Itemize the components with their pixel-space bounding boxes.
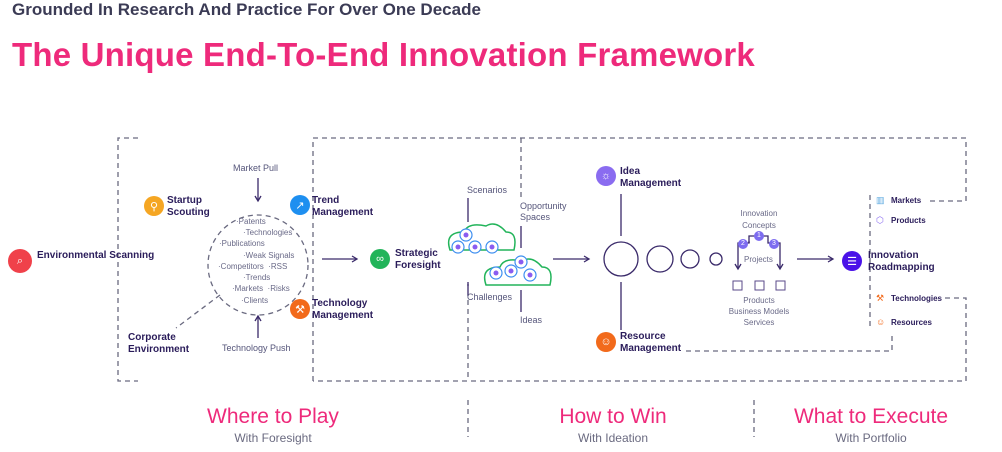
innovation-roadmapping-label: Innovation Roadmapping <box>868 250 935 273</box>
page-subtitle: Grounded In Research And Practice For Ov… <box>12 0 481 19</box>
section-title-where-to-play: Where to Play <box>207 405 339 428</box>
step-badge: 1 <box>754 231 764 241</box>
environmental-scanning-label: Environmental Scanning <box>37 250 155 261</box>
challenges-label: Challenges <box>467 292 513 302</box>
technology-push-label: Technology Push <box>222 343 291 353</box>
markets-label: Markets <box>891 196 922 205</box>
startup-scouting-label: Startup Scouting <box>167 195 210 218</box>
trend-management-label: Trend Management <box>312 195 374 218</box>
cloud-icon <box>447 223 552 286</box>
circle-item: ·Trends <box>243 273 271 282</box>
step-badge: 3 <box>769 239 779 249</box>
section-title-what-to-execute: What to Execute <box>793 405 949 428</box>
step-badge: 2 <box>738 239 748 249</box>
market-pull-label: Market Pull <box>233 163 279 173</box>
cube-icon: ⬡ <box>876 215 884 225</box>
section-subtitle: With Ideation <box>577 431 649 445</box>
products-label: Products <box>891 216 926 225</box>
cube-icons <box>732 280 786 291</box>
technologies-label: Technologies <box>891 294 942 303</box>
strategic-foresight-label: Strategic Foresight <box>395 248 441 271</box>
corporate-environment-label: Corporate Environment <box>128 332 190 355</box>
hammer-icon: ⚒ <box>290 299 310 319</box>
resources-label: Resources <box>891 318 932 327</box>
section-subtitle: With Portfolio <box>835 431 907 445</box>
output-label: Business Models <box>728 307 790 316</box>
circle-item: ·Markets ·Risks <box>232 284 290 293</box>
scenarios-label: Scenarios <box>467 185 508 195</box>
innovation-concepts-label: Innovation Concepts <box>740 209 778 230</box>
projects-label: Projects <box>744 255 773 264</box>
output-label: Services <box>743 318 775 327</box>
chart-icon: ▥ <box>876 195 885 205</box>
roadmap-icon: ☰ <box>842 251 862 271</box>
circle-item: ·Patents <box>236 217 266 226</box>
opportunity-spaces-label: Opportunity Spaces <box>520 201 567 222</box>
page-title: The Unique End-To-End Innovation Framewo… <box>12 36 755 73</box>
circle-item: ·Competitors ·RSS <box>218 262 288 271</box>
scanning-icon: ⌕ <box>8 249 32 273</box>
lightbulb-icon: ☼ <box>596 166 616 186</box>
search-icon: ⚲ <box>144 196 164 216</box>
circle-item: ·Technologies <box>243 228 293 237</box>
circle-item: ·Clients <box>241 296 269 305</box>
technology-management-label: Technology Management <box>312 298 374 321</box>
ideas-label: Ideas <box>520 315 543 325</box>
resource-management-label: Resource Management <box>620 331 682 354</box>
hammer-icon: ⚒ <box>876 293 885 303</box>
circle-item: ·Publications <box>219 239 265 248</box>
section-subtitle: With Foresight <box>234 431 312 445</box>
section-title-how-to-win: How to Win <box>559 405 667 428</box>
binoculars-icon: ∞ <box>370 249 390 269</box>
idea-management-label: Idea Management <box>620 166 682 189</box>
circle-item: ·Weak Signals <box>243 251 295 260</box>
output-label: Products <box>743 296 775 305</box>
trend-icon: ↗ <box>290 195 310 215</box>
people-icon: ☺ <box>596 332 616 352</box>
people-icon: ☺ <box>876 317 886 327</box>
